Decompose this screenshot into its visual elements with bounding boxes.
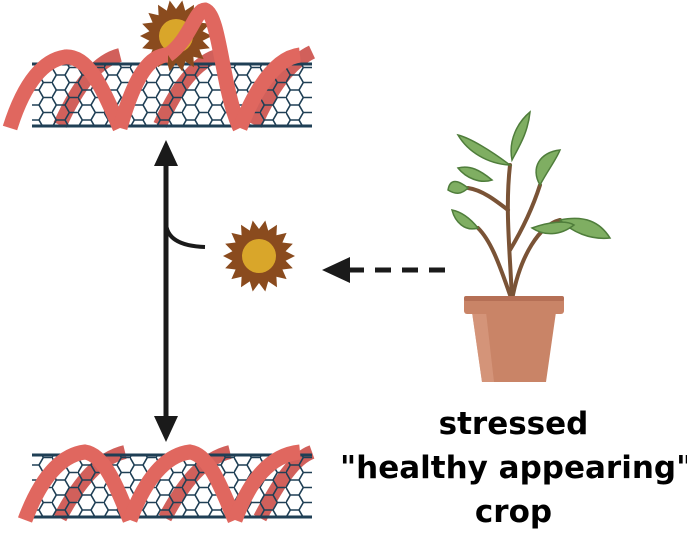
top-dna-helix-front: [2, 2, 302, 132]
top-nanotube-complex: [2, 0, 316, 132]
double-arrow-icon: [154, 140, 206, 442]
plant-leaves: [447, 110, 612, 240]
bottom-dna-helix-front: [17, 444, 302, 523]
plant-caption: stressed "healthy appearing" crop: [340, 402, 687, 534]
plant-pot: [464, 296, 564, 382]
caption-line-1: stressed: [438, 406, 589, 442]
bottom-nanotube-complex: [17, 444, 315, 523]
potted-plant-icon: [447, 110, 612, 382]
dashed-arrow-icon: [322, 257, 445, 283]
caption-line-3: crop: [474, 494, 553, 530]
free-particle-icon: [223, 220, 295, 292]
plant-stems: [466, 163, 562, 302]
caption-line-2: "healthy appearing": [340, 450, 687, 486]
